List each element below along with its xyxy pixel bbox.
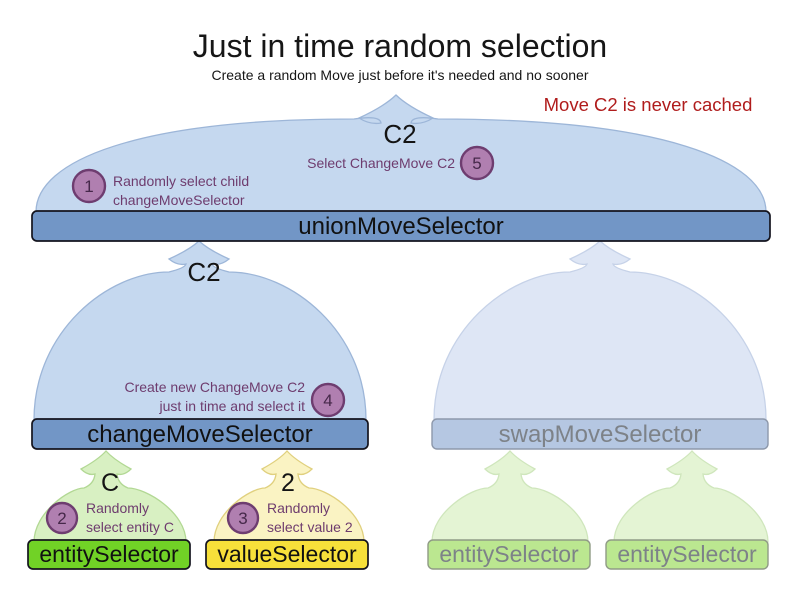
step-4-number: 4 — [323, 391, 332, 410]
step-2-number: 2 — [57, 509, 66, 528]
entity-selector-faded-right-label: entitySelector — [617, 541, 757, 567]
step-1-number: 1 — [84, 177, 93, 196]
step-3-note-line-1: Randomly — [267, 500, 330, 516]
swap-move-selector: swapMoveSelector — [431, 418, 769, 450]
step-1-badge — [71, 168, 107, 204]
entity-selector: entitySelector — [27, 539, 191, 570]
page-title: Just in time random selection — [193, 28, 607, 64]
step-2-note-line-2: select entity C — [86, 519, 174, 535]
step-3-number: 3 — [238, 509, 247, 528]
value-output-label: 2 — [281, 469, 295, 497]
entity-faded-funnel-right — [613, 450, 769, 543]
value-selector-bar — [205, 539, 369, 570]
change-output-move-label: C2 — [187, 257, 220, 287]
step-3-badge — [226, 501, 260, 535]
step-5-badge — [459, 145, 495, 181]
swap-move-selector-bar — [431, 418, 769, 450]
step-4: 4 Create new ChangeMove C2 just in time … — [124, 379, 346, 418]
step-4-note-line-1: Create new ChangeMove C2 — [124, 379, 305, 395]
change-move-selector: changeMoveSelector — [31, 418, 369, 450]
entity-selector-faded-left-label: entitySelector — [439, 541, 579, 567]
warning-text: Move C2 is never cached — [544, 94, 753, 115]
step-1: 1 Randomly select child changeMoveSelect… — [71, 168, 249, 208]
step-2-note-line-1: Randomly — [86, 500, 149, 516]
change-move-selector-label: changeMoveSelector — [87, 421, 312, 448]
entity-selector-faded-left: entitySelector — [427, 539, 591, 570]
step-3: 3 Randomly select value 2 — [226, 500, 353, 535]
union-output-move-label: C2 — [383, 119, 416, 149]
union-move-selector-label: unionMoveSelector — [298, 213, 503, 240]
step-3-note-line-2: select value 2 — [267, 519, 353, 535]
step-4-note-line-2: just in time and select it — [158, 398, 305, 414]
step-1-note-line-1: Randomly select child — [113, 173, 249, 189]
swap-move-selector-label: swapMoveSelector — [499, 421, 702, 448]
step-4-badge — [310, 382, 346, 418]
entity-selector-label: entitySelector — [39, 541, 179, 567]
value-selector-label: valueSelector — [217, 541, 357, 567]
entity-output-label: C — [101, 469, 119, 497]
entity-selector-faded-right-bar — [605, 539, 769, 570]
step-2: 2 Randomly select entity C — [45, 500, 174, 535]
entity-selector-faded-right: entitySelector — [605, 539, 769, 570]
step-1-note-line-2: changeMoveSelector — [113, 192, 245, 208]
entity-faded-funnel-left — [431, 450, 589, 543]
step-5: 5 Select ChangeMove C2 — [307, 145, 495, 181]
swap-selection-funnel — [433, 240, 767, 421]
page-subtitle: Create a random Move just before it's ne… — [211, 67, 588, 83]
step-2-badge — [45, 501, 79, 535]
union-move-selector: unionMoveSelector — [31, 210, 771, 242]
entity-selector-faded-left-bar — [427, 539, 591, 570]
step-5-note-line-1: Select ChangeMove C2 — [307, 155, 455, 171]
union-selection-funnel — [35, 94, 767, 213]
step-5-number: 5 — [472, 154, 481, 173]
entity-selector-bar — [27, 539, 191, 570]
change-move-selector-bar — [31, 418, 369, 450]
value-selector: valueSelector — [205, 539, 369, 570]
union-move-selector-bar — [31, 210, 771, 242]
